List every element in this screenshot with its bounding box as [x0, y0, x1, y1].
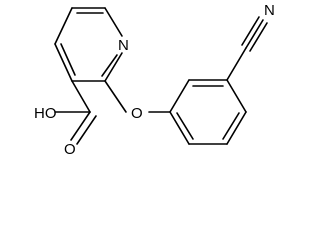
bond-c4-c6 — [54, 7, 73, 45]
atom-label-hydroxyl: HO — [34, 105, 57, 122]
bond-n1-c2-inner — [101, 54, 118, 77]
atom-label-o-ether: O — [131, 105, 143, 122]
bond-triple-1 — [245, 19, 264, 49]
bond-c3-c4 — [54, 43, 73, 82]
atom-label-n-nitrile: N — [264, 2, 275, 19]
bond-carbonyl-2 — [76, 115, 97, 145]
bond-b3-cn — [226, 47, 247, 81]
atom-label-o-carbonyl: O — [64, 141, 76, 155]
bond-b6-b1 — [169, 111, 190, 145]
bond-carbonyl-1 — [70, 111, 91, 141]
pyridine-ring — [54, 7, 123, 82]
atom-label-n-pyridine: N — [118, 37, 129, 54]
bond-triple-3 — [249, 22, 268, 52]
bond-b6-b1-inner — [176, 112, 194, 140]
bond-b4-b5 — [226, 111, 247, 145]
bond-triple-2 — [241, 16, 260, 46]
bond-b1-b2 — [169, 79, 190, 113]
bond-c5-n1 — [104, 7, 123, 37]
bond-n1-c2 — [104, 52, 123, 82]
benzene-ring — [169, 79, 247, 145]
bond-b3-b4 — [226, 79, 247, 113]
carboxylic-acid — [54, 80, 97, 145]
ether-linkage — [104, 80, 171, 113]
bond-b4-b5-inner — [222, 112, 240, 140]
bond-c2-o — [104, 80, 127, 113]
bond-c3-c4-inner — [60, 43, 76, 76]
chemical-structure: N N O O HO — [34, 2, 275, 155]
nitrile-group — [226, 16, 268, 81]
bond-c3-carboxyl — [71, 80, 91, 113]
